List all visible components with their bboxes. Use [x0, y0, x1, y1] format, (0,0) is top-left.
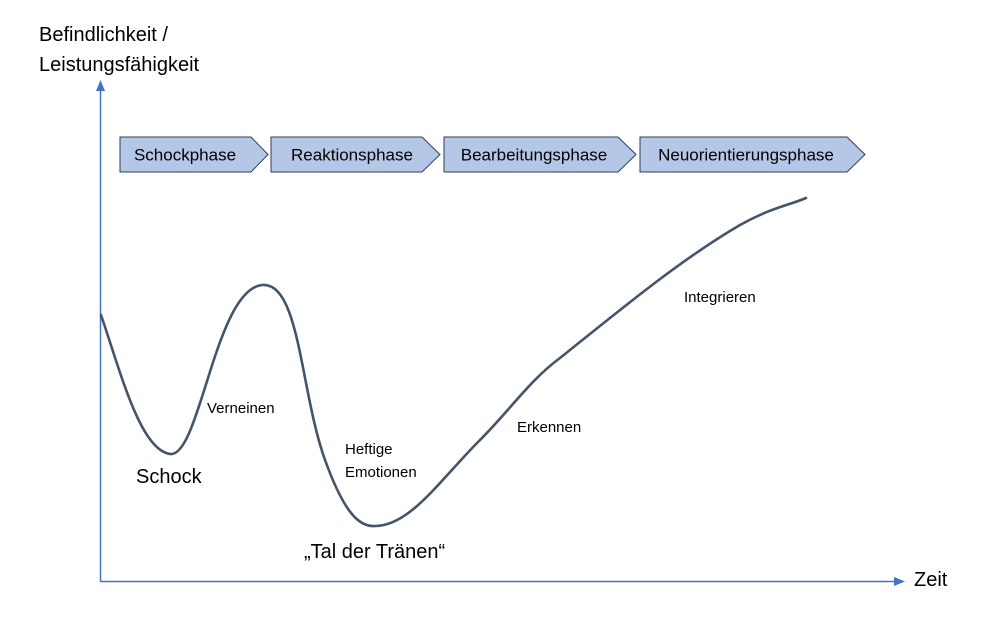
phase-chevron-reaktionsphase: Reaktionsphase: [270, 136, 441, 173]
annotation-erkennen: Erkennen: [517, 419, 582, 436]
phase-label: Bearbeitungsphase: [461, 146, 608, 165]
y-axis-label-line2: Leistungsfähigkeit: [39, 54, 200, 76]
annotation-integrieren: Integrieren: [684, 289, 756, 306]
annotation-heftige-line2: Emotionen: [345, 464, 417, 481]
y-axis-label-line1: Befindlichkeit /: [39, 24, 168, 46]
annotation-schock: Schock: [136, 466, 202, 488]
annotation-verneinen: Verneinen: [207, 400, 275, 417]
x-axis: [100, 577, 905, 586]
annotation-heftige-line1: Heftige: [345, 441, 393, 458]
change-curve: [99, 196, 808, 528]
phase-label: Neuorientierungsphase: [658, 146, 834, 165]
annotation-tal-der-traenen: „Tal der Tränen“: [304, 541, 446, 563]
phase-chevron-bearbeitungsphase: Bearbeitungsphase: [443, 136, 637, 173]
phase-chevron-neuorientierungsphase: Neuorientierungsphase: [639, 136, 866, 173]
y-axis-label: Befindlichkeit / Leistungsfähigkeit: [39, 20, 199, 80]
x-axis-arrow-icon: [894, 577, 905, 586]
y-axis-arrow-icon: [96, 80, 105, 91]
phase-label: Reaktionsphase: [291, 146, 413, 165]
annotation-heftige-emotionen: Heftige Emotionen: [345, 438, 417, 484]
phase-label: Schockphase: [134, 146, 236, 165]
x-axis-label: Zeit: [914, 569, 948, 591]
y-axis: [96, 80, 105, 582]
phase-chevron-schockphase: Schockphase: [119, 136, 269, 173]
